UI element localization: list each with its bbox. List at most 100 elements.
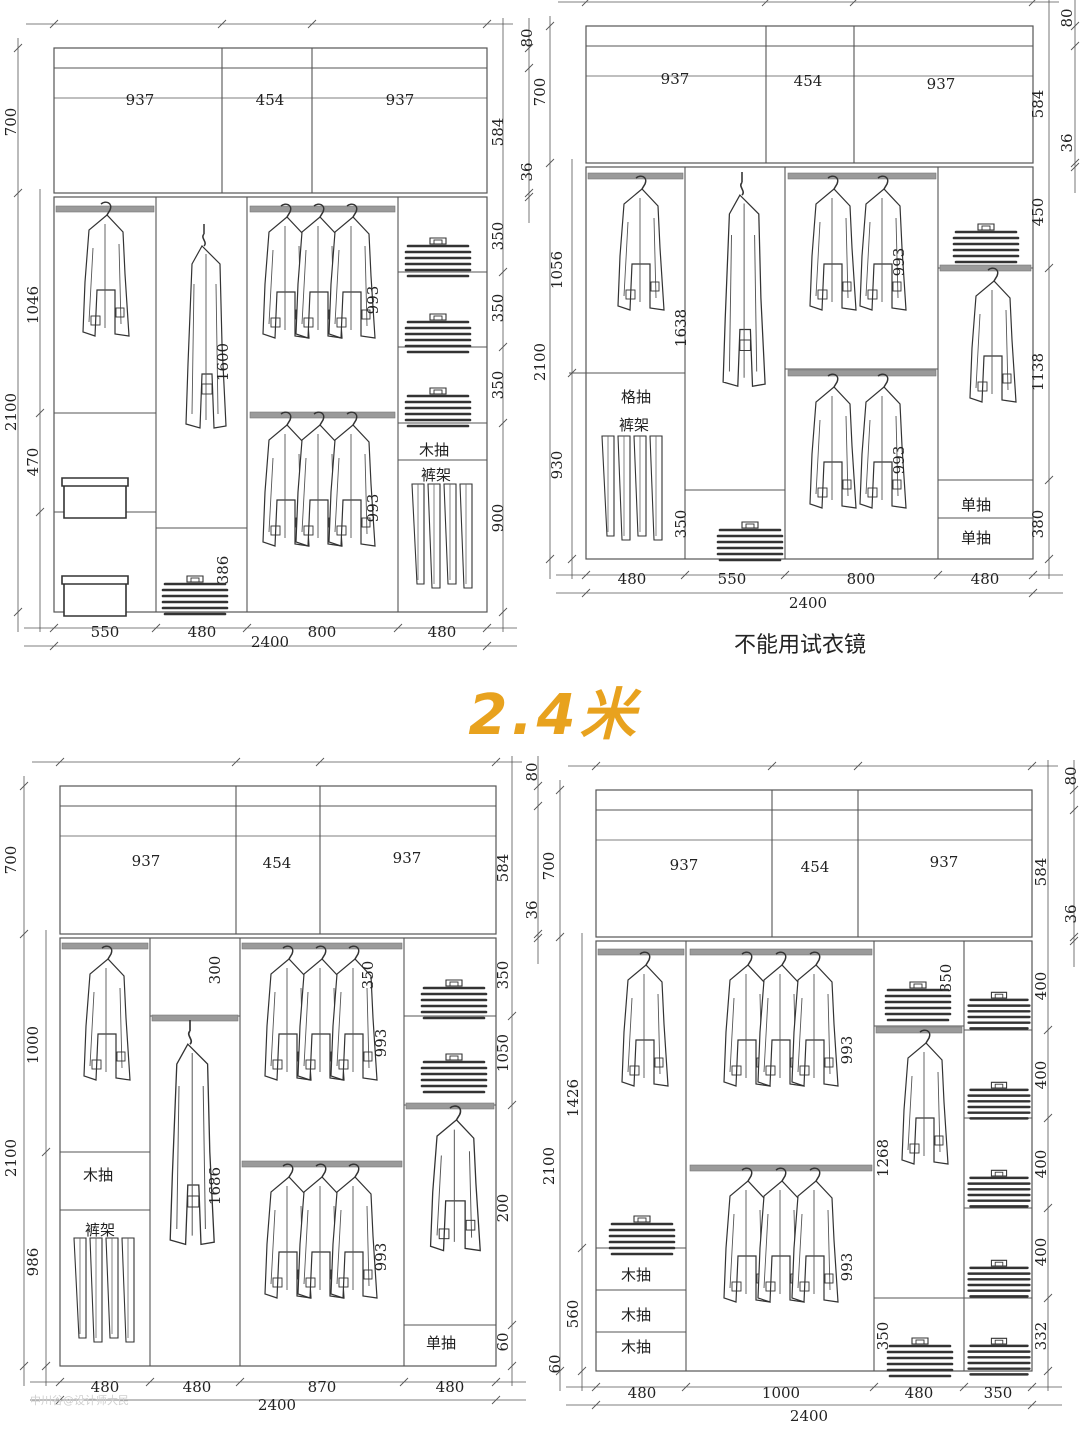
folded-clothes-icon: [404, 312, 472, 354]
cabinet-line: [959, 1382, 969, 1392]
bl-bottom-4: 480: [436, 1378, 465, 1396]
tl-inner-3: 993: [364, 286, 382, 315]
hanging-rod: [597, 948, 685, 956]
tr-body-h: 2100: [531, 343, 549, 381]
bl-bottom-2: 480: [183, 1378, 212, 1396]
bl-left-2: 986: [24, 1248, 42, 1277]
hanging-rod: [151, 1014, 239, 1022]
cabinet-line: [13, 607, 23, 617]
bl-band: 80: [523, 762, 541, 781]
cabinet-line: [507, 1100, 517, 1110]
cabinet-line: [545, 158, 555, 168]
cabinet-line: [555, 1366, 565, 1376]
hanging-rod: [249, 205, 396, 213]
tr-inner-3: 993: [890, 248, 908, 277]
cabinet-line: [1070, 162, 1080, 172]
cabinet-line: [591, 761, 601, 771]
tr-caption: 不能用试衣镜: [734, 633, 866, 658]
br-right-3: 400: [1032, 1150, 1050, 1179]
cabinet-line: [491, 1395, 501, 1405]
cabinet-line: [49, 19, 59, 29]
tr-total-w: 2400: [789, 594, 827, 612]
cabinet-line: [1070, 158, 1080, 168]
cabinet-line: [217, 19, 227, 29]
bl-inner-1: 300: [206, 956, 224, 985]
tr-band: 80: [1058, 8, 1076, 27]
tl-bottom-4: 480: [428, 623, 457, 641]
cabinet-line: [19, 929, 29, 939]
bl-label-2: 裤架: [85, 1221, 115, 1239]
storage-box-icon: [61, 575, 129, 617]
br-inner-4: 1268: [874, 1139, 892, 1177]
cabinet-line: [780, 570, 790, 580]
tr-shelf: 36: [1058, 133, 1076, 152]
cabinet-line: [1070, 21, 1080, 31]
folded-clothes-icon: [886, 1336, 954, 1378]
coat-icon: [429, 1105, 482, 1252]
bl-right-2: 1050: [494, 1034, 512, 1072]
cabinet-line: [533, 781, 543, 791]
br-top-w2: 454: [801, 858, 830, 876]
folded-clothes-icon: [967, 1337, 1031, 1376]
bl-bottom-3: 870: [308, 1378, 337, 1396]
tl-shelf: 36: [518, 162, 536, 181]
tl-right-2: 350: [489, 294, 507, 323]
folded-clothes-icon: [420, 978, 488, 1020]
cabinet-line: [533, 801, 543, 811]
bl-bottom-1: 480: [91, 1378, 120, 1396]
cabinet-line: [1027, 761, 1037, 771]
cabinet-line: [581, 570, 591, 580]
cabinet-line: [507, 1320, 517, 1330]
br-top-w3: 937: [930, 853, 959, 871]
coat-icon: [83, 945, 131, 1081]
cabinet-line: [761, 0, 769, 7]
cabinet-line: [491, 1377, 501, 1387]
cabinet-line: [13, 188, 23, 198]
bl-body-h: 2100: [2, 1139, 20, 1177]
bl-right-3: 200: [494, 1194, 512, 1223]
cabinet-line: [1070, 41, 1080, 51]
cabinet-line: [567, 554, 577, 564]
cabinet-line: [507, 1011, 517, 1021]
bl-total-w: 2400: [258, 1396, 296, 1414]
br-bottom-4: 350: [984, 1384, 1013, 1402]
cabinet-line: [19, 1361, 29, 1371]
br-left-3: 60: [546, 1354, 564, 1373]
trousers-icon: [73, 1237, 135, 1343]
tr-topcab: 584: [1029, 90, 1047, 119]
cabinet-line: [1069, 785, 1079, 795]
bl-top-h: 700: [2, 846, 20, 875]
storage-box-icon: [61, 477, 129, 519]
folded-clothes-icon: [967, 991, 1031, 1030]
bl-top-w2: 454: [263, 854, 292, 872]
tr-label-1: 格抽: [621, 388, 651, 406]
cabinet-line: [1069, 932, 1079, 942]
cabinet-line: [482, 19, 492, 29]
folded-clothes-icon: [404, 386, 472, 428]
cabinet-line: [533, 933, 543, 943]
cabinet-line: [498, 607, 508, 617]
cabinet-line: [545, 21, 555, 31]
br-shelf: 36: [1062, 904, 1080, 923]
coat-icon: [330, 1163, 378, 1299]
tl-inner-4: 993: [364, 494, 382, 523]
cabinet-line: [491, 757, 501, 767]
tl-bottom-2: 480: [188, 623, 217, 641]
cabinet-line: [507, 1361, 517, 1371]
folded-clothes-icon: [420, 1052, 488, 1094]
cabinet-lines: [13, 0, 1080, 1410]
cabinet-line: [1043, 1203, 1053, 1213]
tr-right-2: 1138: [1029, 353, 1047, 391]
folded-clothes-icon: [967, 1259, 1031, 1298]
cabinet-line: [49, 623, 59, 633]
cabinet-line: [1043, 1113, 1053, 1123]
br-body-h: 2100: [540, 1147, 558, 1185]
cabinet-line: [55, 1395, 65, 1405]
hanging-rod: [55, 205, 155, 213]
tr-top-w2: 454: [794, 72, 823, 90]
br-top-w1: 937: [670, 856, 699, 874]
cabinet-line: [1027, 1382, 1037, 1392]
cabinet-line: [767, 761, 777, 771]
tr-inner-4: 993: [890, 446, 908, 475]
folded-clothes-icon: [404, 236, 472, 278]
